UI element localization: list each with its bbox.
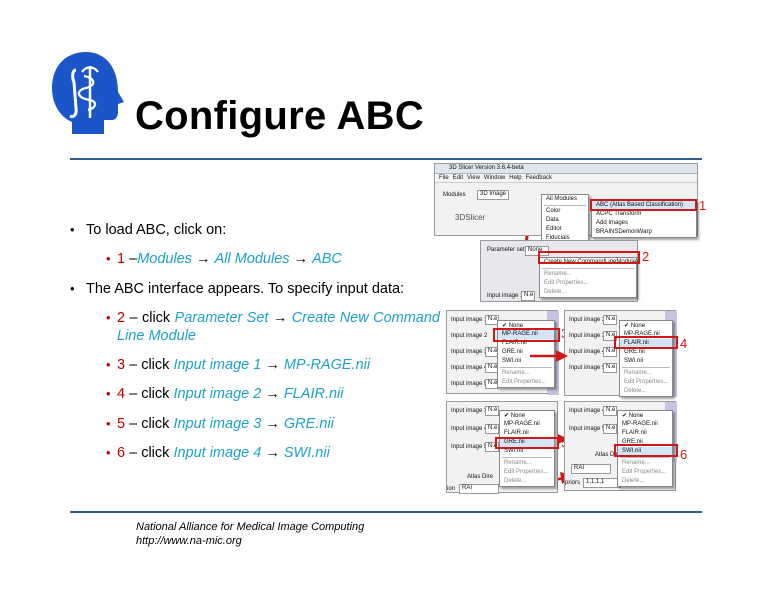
highlight-mp-rage xyxy=(493,328,560,342)
menu-abc[interactable]: ABC (Atlas Based Classification) xyxy=(592,201,696,210)
highlight-create-new xyxy=(538,251,640,264)
bullet-load-abc: To load ABC, click on: xyxy=(70,222,440,239)
file-gre[interactable]: GRE.nii xyxy=(500,438,554,447)
step-4: •4 – click Input image 2 → FLAIR.nii xyxy=(106,386,344,403)
highlight-gre xyxy=(495,437,559,449)
check-icon: ✔ xyxy=(504,413,510,419)
menu-feedback[interactable]: Feedback xyxy=(525,175,552,181)
footer-org: National Alliance for Medical Image Comp… xyxy=(136,521,365,533)
file-swi[interactable]: SWI.nii xyxy=(618,447,672,456)
step-1: • 1 –Modules → All Modules → ABC xyxy=(106,251,342,268)
footer: National Alliance for Medical Image Comp… xyxy=(136,521,364,549)
file-flair[interactable]: FLAIR.nii xyxy=(620,339,672,348)
footer-url[interactable]: http://www.na-mic.org xyxy=(136,534,242,547)
arrow-right-icon xyxy=(530,350,568,362)
file-menu-input-2: ✔ None MP-RAGE.nii FLAIR.nii GRE.nii SWI… xyxy=(619,320,673,397)
marker-6: 6 xyxy=(680,447,688,462)
check-icon: ✔ xyxy=(624,323,630,329)
parameter-set-label: Parameter set: xyxy=(487,247,527,253)
step-2: • 2 – click Parameter Set → Create New C… xyxy=(106,310,440,344)
arrow-right-icon: → xyxy=(293,251,309,268)
bullet-abc-interface: The ABC interface appears. To specify in… xyxy=(70,281,440,298)
menu-view[interactable]: View xyxy=(467,175,480,181)
arrow-right-icon: → xyxy=(265,386,280,403)
menu-all-modules[interactable]: All Modules xyxy=(546,196,578,202)
module-select[interactable]: 3D Image xyxy=(477,190,509,200)
input-image-1-screenshot: Input image 1 Input image 2 Input image … xyxy=(446,310,559,395)
input-image-2-screenshot: Input image 2 Input image 3 Input image … xyxy=(564,310,677,397)
highlight-swi xyxy=(614,444,678,457)
file-mp-rage[interactable]: MP-RAGE.nii xyxy=(498,330,554,339)
highlight-flair xyxy=(614,336,678,349)
input-image-4-screenshot: Input image 4 Input image 5 N.e N.e Atla… xyxy=(564,401,677,491)
check-icon: ✔ xyxy=(622,413,628,419)
arrow-right-icon: → xyxy=(196,251,211,268)
arrow-right-icon: → xyxy=(265,356,280,373)
marker-4: 4 xyxy=(680,336,688,351)
page-title: Configure ABC xyxy=(135,94,425,138)
arrow-right-icon: → xyxy=(272,310,288,327)
file-none[interactable]: ✔ None xyxy=(502,323,524,329)
menu-window[interactable]: Window xyxy=(483,175,506,181)
arrow-right-icon: → xyxy=(265,445,280,462)
slicer-logo-text: 3DSlicer xyxy=(455,213,486,222)
footer-divider xyxy=(70,511,702,513)
step-5: •5 – click Input image 3 → GRE.nii xyxy=(106,415,334,432)
menu-edit[interactable]: Edit xyxy=(452,175,464,181)
modules-menu: All Modules Color Data Editor Fiducials xyxy=(541,194,589,244)
marker-2: 2 xyxy=(642,249,650,264)
check-icon: ✔ xyxy=(502,323,508,329)
menu-help[interactable]: Help xyxy=(509,175,522,181)
parameter-set-screenshot: Parameter set: None Create New CommandLi… xyxy=(480,240,638,302)
modules-label: Modules xyxy=(443,192,466,198)
menu-file[interactable]: File xyxy=(439,175,449,181)
step-3: •3 – click Input image 1 → MP-RAGE.nii xyxy=(106,356,371,373)
marker-1: 1 xyxy=(699,198,707,213)
file-menu-input-4: ✔ None MP-RAGE.nii FLAIR.nii GRE.nii SWI… xyxy=(617,410,673,487)
highlight-abc xyxy=(590,199,697,211)
title-divider xyxy=(70,158,702,160)
step-6: •6 – click Input image 4 → SWI.nii xyxy=(106,445,330,462)
arrow-right-icon: → xyxy=(265,415,280,432)
instruction-list: To load ABC, click on: • 1 –Modules → Al… xyxy=(70,222,440,475)
namic-logo-icon xyxy=(52,52,124,134)
file-menu-input-1: ✔ None MP-RAGE.nii FLAIR.nii GRE.nii SWI… xyxy=(497,320,555,388)
